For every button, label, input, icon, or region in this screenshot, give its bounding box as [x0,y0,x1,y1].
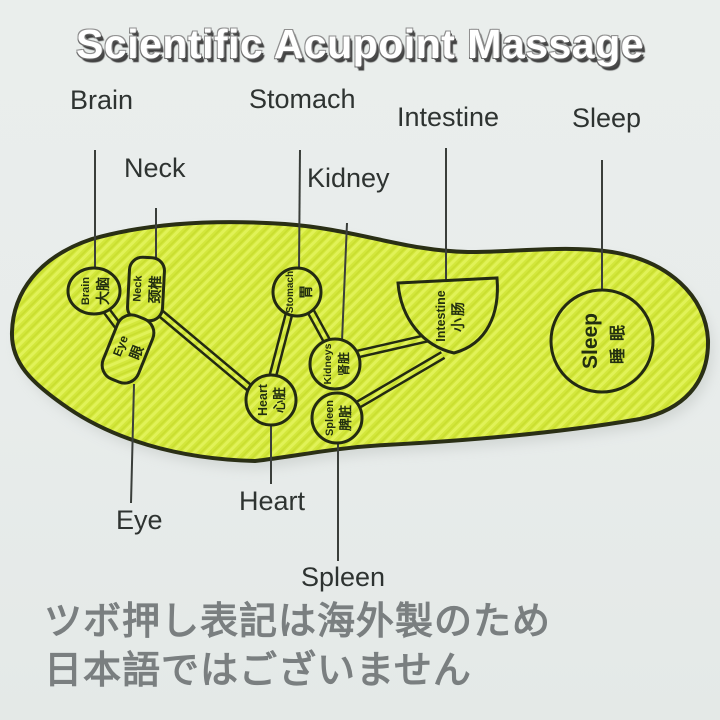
label-eye: Eye [116,505,163,535]
acupoint-eye [100,313,156,385]
acupoint-sleep [549,288,655,394]
connector-stomach-kidneys [306,307,332,346]
acupoint-brain [66,266,122,316]
label-heart: Heart [239,486,306,516]
brain-zh: 大脑 [95,277,111,305]
acupoint-intestine [396,276,499,355]
connector-brain-eye [102,307,122,329]
connector-stomach-heart [267,312,294,381]
acupoint-heart [244,373,298,427]
stomach-en: Stomach [285,271,296,313]
heart-en: Heart [256,383,270,416]
acupoint-brain-text: Brain 大脑 [80,277,111,305]
callout-lines [94,148,603,561]
connector-kidneys-intestine [356,332,434,359]
spleen-zh: 脾脏 [338,405,353,431]
sleep-en: Sleep [579,313,602,369]
heart-zh: 心脏 [272,387,287,413]
page-title: Scientific Acupoint Massage [76,21,644,67]
neck-en: Neck [131,274,144,302]
sleep-zh: 睡眠 [608,318,627,364]
acupoint-stomach [271,266,323,318]
label-stomach: Stomach [249,84,356,114]
footnote: ツボ押し表記は海外製のため 日本語ではございません [44,598,551,697]
footnote-line-2: 日本語ではございません [44,650,472,693]
connector-spleen-intestine [353,351,446,410]
intestine-zh: 小肠 [450,300,466,332]
label-sleep: Sleep [572,103,642,133]
label-kidney: Kidney [307,163,390,193]
spleen-en: Spleen [324,400,336,436]
callout-line-kidney [341,222,348,342]
brain-en: Brain [80,277,92,305]
acupoint-neck-text: Neck 颈椎 [131,274,163,305]
acupoint-shapes [66,255,655,445]
connector-neck-heart [156,308,255,394]
acupoint-intestine-text: Intestine 小肠 [434,290,466,341]
label-neck: Neck [124,153,186,183]
label-spleen: Spleen [301,562,386,592]
intestine-en: Intestine [434,290,448,341]
callout-line-eye [130,383,135,504]
acupoint-sleep-text: Sleep 睡眠 [579,313,627,369]
label-brain: Brain [70,85,134,115]
kidneys-en: Kidneys [322,343,334,384]
insole-outline [9,220,711,464]
callout-line-stomach [298,149,301,271]
acupoint-heart-text: Heart 心脏 [256,383,287,416]
acupoint-connectors [102,307,446,410]
label-intestine: Intestine [397,102,500,132]
kidneys-zh: 肾脏 [336,352,351,376]
acupoint-kidneys-text: Kidneys 肾脏 [322,343,351,384]
acupoint-spleen [310,391,364,445]
stomach-zh: 胃 [298,285,314,299]
acupoint-stomach-text: Stomach 胃 [285,271,314,313]
footnote-line-1: ツボ押し表記は海外製のため [44,601,552,643]
neck-zh: 颈椎 [146,275,163,305]
eye-zh: 眼 [126,343,146,362]
acupoint-spleen-text: Spleen 脾脏 [324,400,353,436]
acupoint-kidneys [308,337,362,391]
acupoint-texts: Brain 大脑 Neck 颈椎 Eye 眼 Stomach 胃 Kidneys… [80,271,627,436]
